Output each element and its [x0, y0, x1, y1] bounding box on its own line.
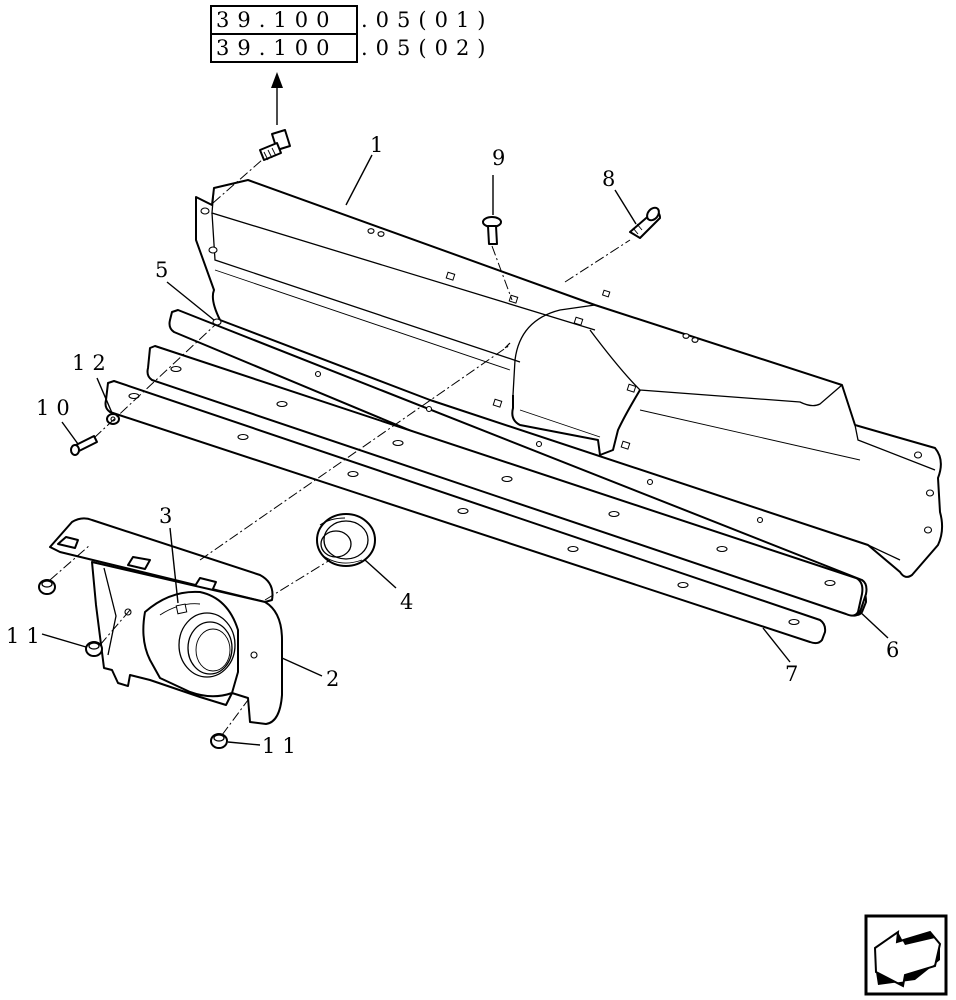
nut-part-11-lower [210, 733, 228, 749]
reference-suffix-1: .05(01) [361, 8, 494, 32]
callout-9: 9 [492, 146, 512, 170]
bolt-part-10 [70, 435, 98, 456]
reference-link-1[interactable]: 39.100 [216, 8, 337, 32]
bearing-part-4 [316, 513, 376, 567]
callout-1: 1 [370, 133, 390, 157]
strip-part-7 [104, 380, 827, 645]
callout-12: 12 [72, 351, 113, 375]
nut-part-11-middle [85, 641, 103, 657]
return-arrow-icon[interactable] [864, 914, 948, 996]
channel-part-1 [195, 179, 944, 578]
callout-11-left: 11 [6, 624, 47, 648]
washer-part-12 [106, 413, 120, 425]
callout-11-bottom: 11 [262, 734, 303, 758]
callouts: 1 2 3 4 5 6 7 8 9 10 11 11 12 [6, 133, 906, 758]
bracket-part-2 [49, 517, 283, 725]
nut-part-11-upper [38, 579, 56, 595]
arrow-up-icon [271, 72, 283, 125]
strip-part-6 [146, 345, 864, 617]
bolt-top [259, 129, 291, 161]
bolt-part-8 [629, 206, 661, 239]
callout-4: 4 [400, 590, 420, 614]
callout-8: 8 [602, 167, 622, 191]
reference-block: 39.100 .05(01) 39.100 .05(02) [210, 5, 494, 63]
leader-lines [41, 154, 889, 746]
callout-5: 5 [155, 258, 175, 282]
alignment-lines [49, 159, 631, 736]
callout-3: 3 [159, 504, 179, 528]
callout-2: 2 [326, 667, 346, 691]
callout-10: 10 [36, 396, 77, 420]
rivet-part-9 [482, 216, 502, 245]
reference-link-2[interactable]: 39.100 [216, 36, 337, 60]
reference-suffix-2: .05(02) [361, 36, 494, 60]
callout-7: 7 [785, 662, 805, 686]
callout-6: 6 [886, 638, 906, 662]
